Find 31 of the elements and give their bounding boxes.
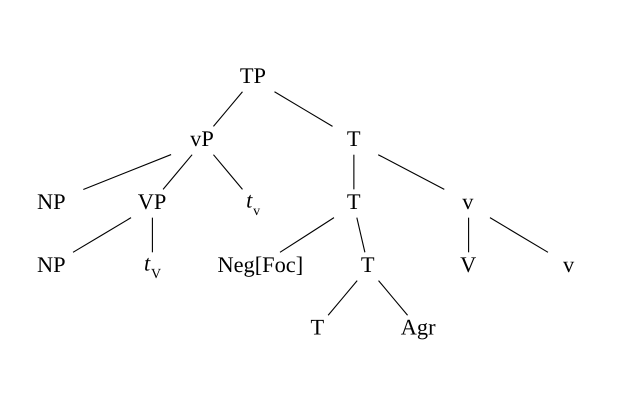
connector <box>152 218 153 252</box>
node-text: T <box>346 126 361 151</box>
node-text: NP <box>36 252 66 277</box>
node-text: T <box>346 188 361 214</box>
connector <box>328 280 358 316</box>
node-text: v <box>462 188 474 214</box>
node-text: TP <box>240 62 266 88</box>
node-text: NP <box>36 188 66 214</box>
node-text: vP <box>190 126 214 151</box>
connector <box>490 217 548 253</box>
node-text: VP <box>138 188 166 214</box>
connector <box>378 154 445 190</box>
node-text: Neg[Foc] <box>217 252 304 277</box>
node-text: v <box>563 252 574 277</box>
node-text: V <box>460 252 476 277</box>
node-text: t$_{v}$ <box>246 187 260 219</box>
connector <box>213 154 243 190</box>
connector <box>162 154 193 190</box>
node-text: Agr <box>400 314 436 340</box>
connector <box>213 91 243 127</box>
connector <box>356 218 366 252</box>
connector <box>378 280 408 316</box>
node-text: t$_{V}$ <box>144 250 162 282</box>
connector <box>468 218 470 252</box>
connector <box>274 91 333 127</box>
node-text: T <box>360 252 375 277</box>
connector <box>280 217 334 253</box>
connector <box>83 154 172 190</box>
node-text: T <box>310 314 324 340</box>
connector <box>72 217 132 253</box>
connector <box>353 154 354 190</box>
